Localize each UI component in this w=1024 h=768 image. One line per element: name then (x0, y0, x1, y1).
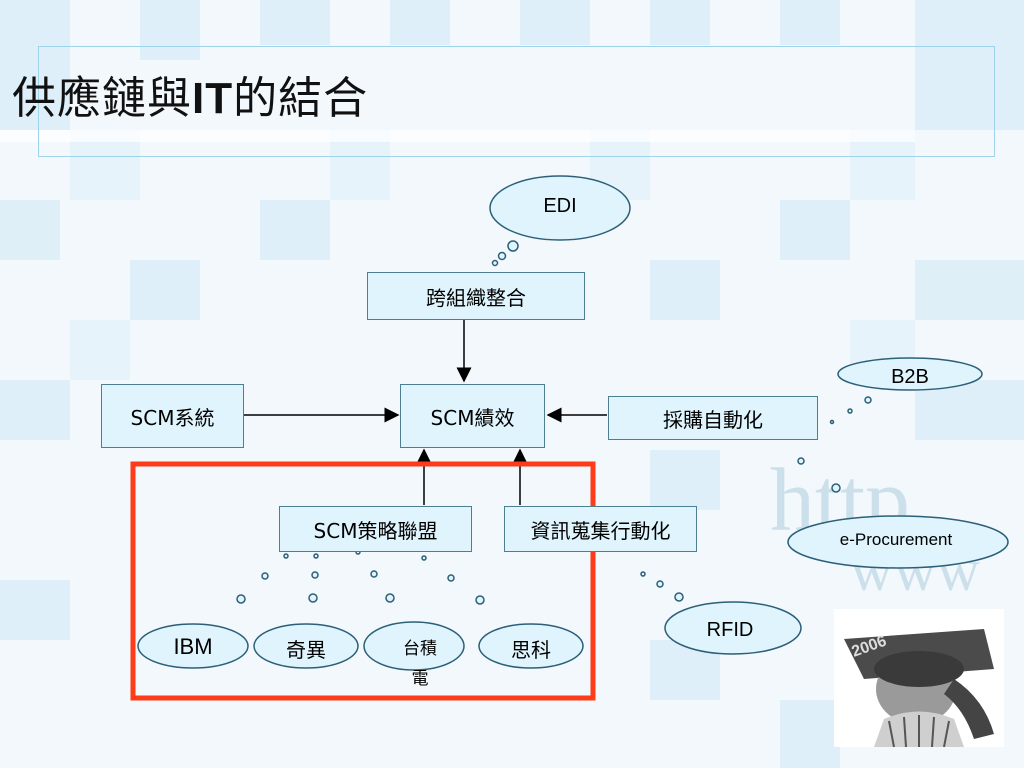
edi-cloud (489, 175, 631, 267)
edi-label: EDI (543, 195, 577, 217)
ibm-label: IBM (173, 634, 213, 659)
title-prefix: 供應鏈與 (12, 73, 192, 124)
baseball-player-image: 2006 (834, 609, 1004, 748)
mobile-info-collection-box: 資訊蒐集行動化 (504, 506, 697, 552)
qiyi-label: 奇異 (286, 638, 326, 662)
rfid-label: RFID (706, 619, 754, 641)
scm-strategic-alliance-box: SCM策略聯盟 (279, 506, 472, 552)
eprocurement-label: e-Procurement (839, 530, 953, 549)
scm-system-box: SCM系統 (101, 384, 244, 448)
ibm-cloud (137, 553, 289, 669)
page-title: 供應鏈與IT的結合 (12, 62, 368, 126)
title-frame (38, 46, 995, 157)
rfid-cloud (640, 571, 802, 655)
baseball-player-photo: 2006 (834, 609, 1004, 748)
cisco-cloud (421, 555, 584, 669)
tsmc-label-line2: 電 (411, 669, 429, 689)
cisco-label: 思科 (511, 638, 551, 662)
tsmc-label-line1: 台積 (403, 639, 437, 659)
highlight-frame (130, 461, 596, 701)
qiyi-cloud (253, 553, 359, 669)
cross-org-integration-box: 跨組織整合 (367, 272, 585, 320)
tsmc-cloud (355, 549, 465, 671)
scm-performance-box: SCM績效 (400, 384, 545, 448)
procurement-automation-box: 採購自動化 (608, 396, 818, 440)
title-bold: IT (192, 74, 234, 123)
title-suffix: 的結合 (233, 73, 369, 124)
b2b-label: B2B (891, 366, 929, 388)
b2b-cloud (829, 357, 983, 425)
